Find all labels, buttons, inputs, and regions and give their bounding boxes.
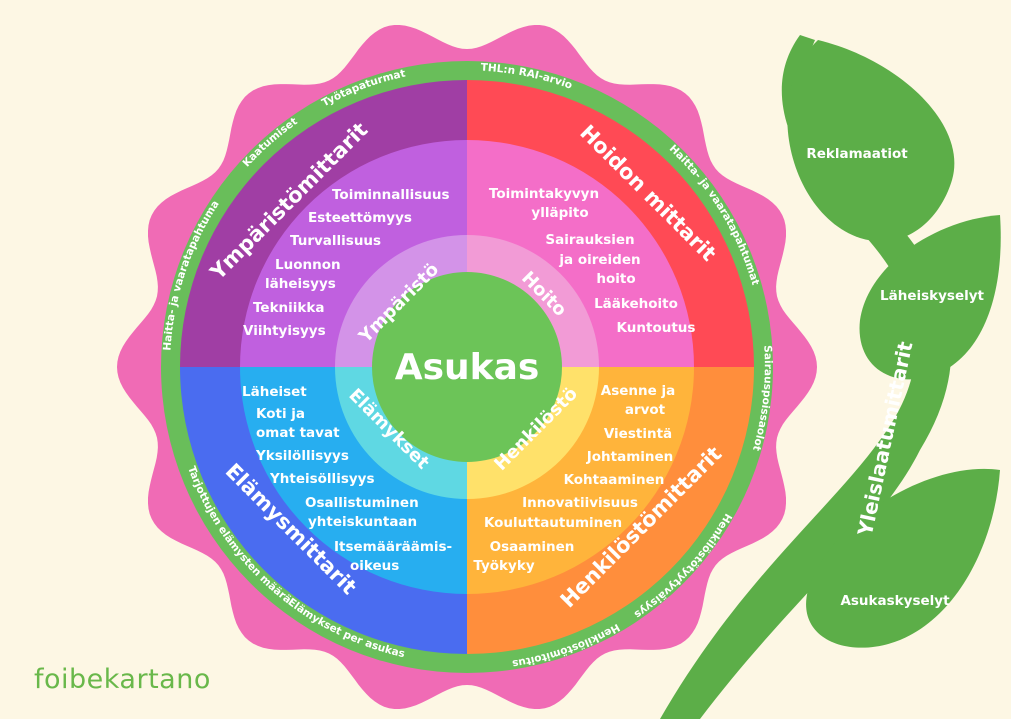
items-bottom-left: Läheiset Koti ja omat tavat Yksilöllisyy…	[242, 384, 452, 574]
list-item: oikeus	[350, 558, 399, 574]
list-item: Kuntoutus	[617, 320, 696, 336]
list-item: Lääkehoito	[594, 296, 678, 312]
list-item: Sairauksien	[545, 232, 634, 248]
leaf-laheiskyselyt	[859, 215, 1001, 380]
items-top-left: Toiminnallisuus Esteettömyys Turvallisuu…	[243, 187, 450, 339]
list-item: Osallistuminen	[305, 495, 419, 511]
vine	[660, 35, 1001, 719]
foibekartano-logo: foibekartano	[34, 664, 211, 695]
items-bottom-right: Asenne ja arvot Viestintä Johtaminen Koh…	[473, 383, 675, 574]
list-item: Johtaminen	[586, 449, 674, 465]
list-item: Toiminnallisuus	[332, 187, 450, 203]
list-item: Asenne ja	[601, 383, 675, 399]
leaf-reklamaatiot	[787, 40, 955, 242]
list-item: ylläpito	[531, 205, 588, 221]
list-item: Toimintakyvyn	[489, 186, 599, 202]
list-item: Esteettömyys	[308, 210, 412, 226]
list-item: Viestintä	[604, 426, 672, 442]
list-item: Yksilöllisyys	[255, 448, 349, 464]
leaf-label-reklamaatiot: Reklamaatiot	[806, 146, 908, 162]
leaf-label-asukaskyselyt: Asukaskyselyt	[840, 593, 950, 609]
leaf-label-laheiskyselyt: Läheiskyselyt	[880, 288, 985, 304]
list-item: Kouluttautuminen	[484, 515, 622, 531]
list-item: Yhteisöllisyys	[269, 471, 375, 487]
list-item: arvot	[625, 402, 666, 418]
list-item: Osaaminen	[490, 539, 575, 555]
list-item: hoito	[596, 271, 635, 287]
list-item: Itsemääräämis-	[334, 539, 452, 555]
items-top-right: Toimintakyvyn ylläpito Sairauksien ja oi…	[489, 186, 696, 336]
list-item: ja oireiden	[558, 252, 640, 268]
center-circle	[372, 272, 562, 462]
list-item: yhteiskuntaan	[308, 514, 417, 530]
list-item: Kohtaaminen	[564, 472, 665, 488]
center-label: Asukas	[395, 347, 540, 388]
list-item: Luonnon	[275, 257, 341, 273]
leaf-asukaskyselyt	[806, 468, 1000, 648]
list-item: Koti ja	[256, 406, 305, 422]
list-item: omat tavat	[256, 425, 340, 441]
list-item: Läheiset	[242, 384, 307, 400]
list-item: Innovatiivisuus	[522, 495, 638, 511]
list-item: Tekniikka	[253, 300, 324, 316]
list-item: Turvallisuus	[290, 233, 381, 249]
list-item: Työkyky	[473, 558, 534, 574]
list-item: läheisyys	[265, 276, 336, 292]
list-item: Viihtyisyys	[243, 323, 326, 339]
